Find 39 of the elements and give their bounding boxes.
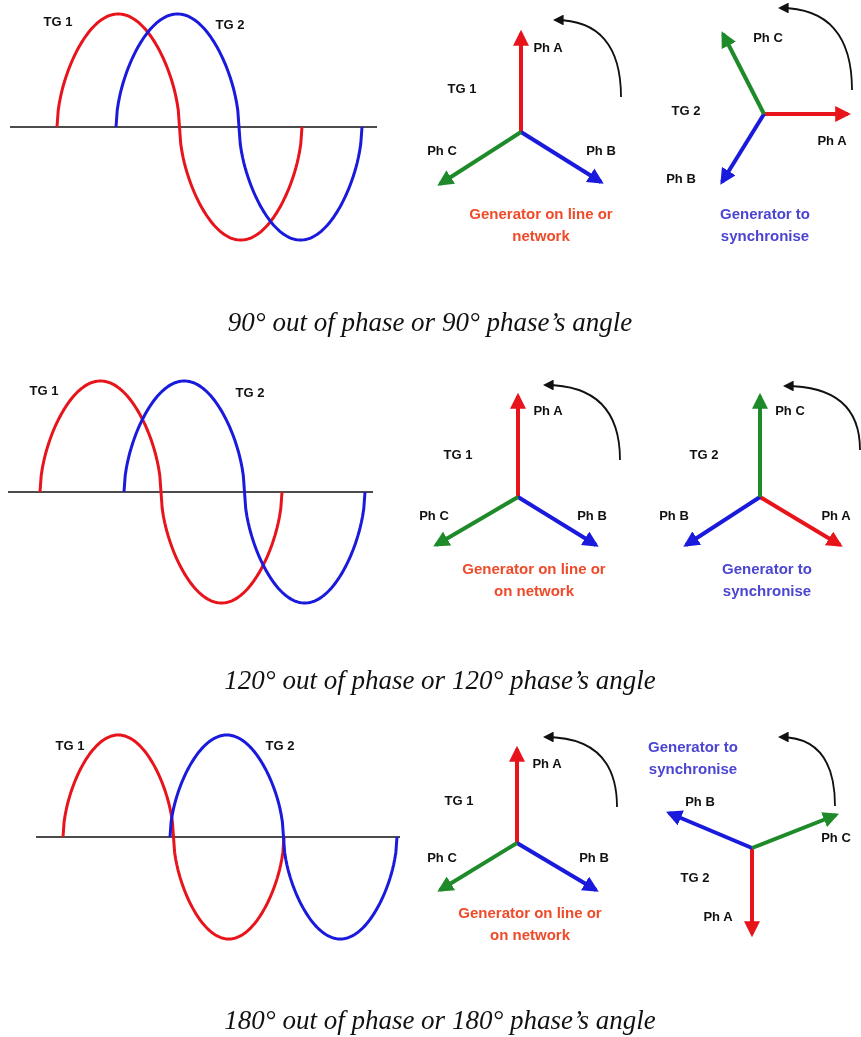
phasor-label: Ph C	[753, 29, 783, 45]
phasor-label: TG 2	[265, 737, 295, 753]
phasor-label: Ph C	[427, 142, 457, 158]
phasor-label: Ph A	[817, 132, 847, 148]
phasor-label: Ph B	[659, 507, 689, 523]
phasor-label: Ph A	[703, 908, 733, 924]
phasor-label: Ph B	[577, 507, 607, 523]
phasor-label: TG 2	[680, 869, 710, 885]
phasor-label: TG 2	[235, 384, 265, 400]
status-caption: Generator to synchronise	[719, 204, 811, 246]
status-caption: Generator on line or on network	[461, 559, 607, 601]
phasor-label: TG 2	[689, 446, 719, 462]
status-caption: Generator on line or on network	[457, 903, 603, 945]
phasor-label: Ph A	[821, 507, 851, 523]
figure-caption: 90° out of phase or 90° phase’s angle	[227, 306, 633, 338]
phasor-label: Ph B	[586, 142, 616, 158]
phasor-label: TG 1	[443, 446, 473, 462]
phasor-label: Ph C	[775, 402, 805, 418]
phasor-label: TG 2	[215, 16, 245, 32]
phasor-label: TG 1	[29, 382, 59, 398]
phasor-label: TG 1	[43, 13, 73, 29]
figure-caption: 180° out of phase or 180° phase’s angle	[224, 1004, 656, 1036]
phasor-label: TG 1	[55, 737, 85, 753]
phasor-label: Ph C	[821, 829, 851, 845]
phasor-label: TG 1	[444, 792, 474, 808]
status-caption: Generator on line or network	[468, 204, 614, 246]
phasor-label: Ph A	[532, 755, 562, 771]
phasor-label: TG 2	[671, 102, 701, 118]
phasor-label: TG 1	[447, 80, 477, 96]
phasor-label: Ph A	[533, 402, 563, 418]
phasor-label: Ph B	[685, 793, 715, 809]
status-caption: Generator to synchronise	[721, 559, 813, 601]
status-caption: Generator to synchronise	[647, 737, 739, 779]
phasor-label: Ph C	[419, 507, 449, 523]
phasor-label: Ph B	[579, 849, 609, 865]
phasor-label: Ph B	[666, 170, 696, 186]
phasor-label: Ph C	[427, 849, 457, 865]
phasor-label: Ph A	[533, 39, 563, 55]
figure-caption: 120° out of phase or 120° phase’s angle	[224, 664, 656, 696]
